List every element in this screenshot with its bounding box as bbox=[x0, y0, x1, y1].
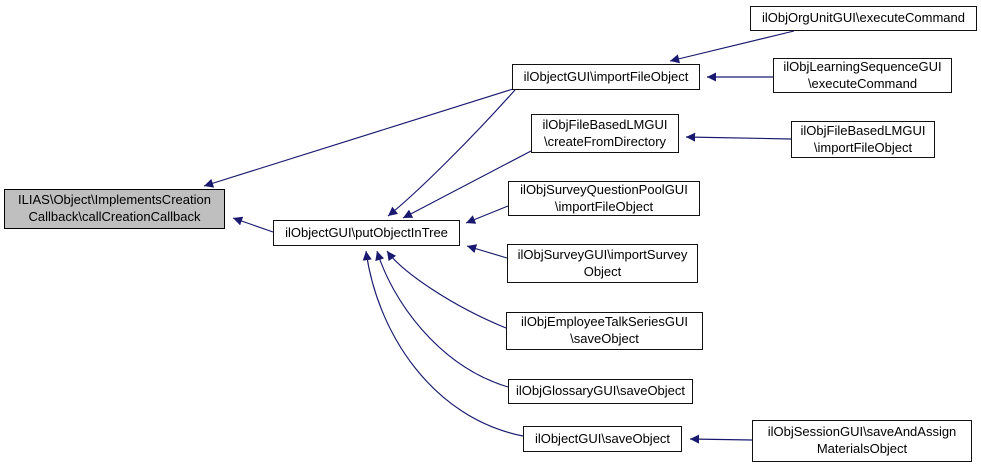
edge-surveyQuestionPoolImportFileObject-to-putObjectInTree bbox=[465, 205, 509, 224]
node-label-line: ilObjFileBasedLMGUI bbox=[800, 122, 926, 138]
edge-importFileObject-to-callCreationCallback bbox=[203, 88, 514, 188]
node-label-line: ilObjectGUI\saveObject bbox=[534, 430, 671, 446]
node-learning-sequence-execute-command[interactable]: ilObjLearningSequenceGUI \executeCommand bbox=[773, 58, 952, 93]
node-glossary-save-object[interactable]: ilObjGlossaryGUI\saveObject bbox=[508, 379, 693, 404]
node-label-line: MaterialsObject bbox=[816, 441, 908, 456]
node-label-line: ilObjGlossaryGUI\saveObject bbox=[515, 383, 686, 399]
node-label-line: \createFromDirectory bbox=[543, 133, 667, 149]
node-label-line: Object bbox=[583, 263, 622, 279]
node-label-line: ilObjLearningSequenceGUI bbox=[783, 58, 942, 74]
node-import-survey-object[interactable]: ilObjSurveyGUI\importSurvey Object bbox=[507, 244, 698, 283]
node-label-line: ilObjectGUI\importFileObject bbox=[523, 68, 689, 84]
node-label-line: \saveObject bbox=[570, 331, 639, 346]
edge-objectGuiSaveObject-to-putObjectInTree bbox=[362, 250, 524, 437]
node-label-line: ILIAS\Object\ImplementsCreation bbox=[18, 192, 211, 208]
node-label-line: ilObjEmployeeTalkSeriesGUI bbox=[521, 314, 688, 330]
node-label-line: ilObjectGUI\putObjectInTree bbox=[285, 224, 448, 240]
edge-glossarySaveObject-to-putObjectInTree bbox=[375, 250, 509, 388]
node-label-line: ilObjSurveyQuestionPoolGUI bbox=[520, 181, 688, 197]
node-label-line: ilObjOrgUnitGUI\executeCommand bbox=[761, 10, 966, 26]
node-label-line: \executeCommand bbox=[807, 75, 918, 91]
node-import-file-object[interactable]: ilObjectGUI\importFileObject bbox=[512, 64, 700, 90]
node-org-unit-execute-command[interactable]: ilObjOrgUnitGUI\executeCommand bbox=[750, 6, 977, 31]
node-label-line: ilObjSessionGUI\saveAndAssign bbox=[767, 424, 957, 440]
node-object-gui-save-object[interactable]: ilObjectGUI\saveObject bbox=[523, 426, 682, 452]
edge-importSurveyObject-to-putObjectInTree bbox=[466, 244, 508, 259]
node-label-line: Callback\callCreationCallback bbox=[28, 209, 201, 224]
edge-importFileObject-to-putObjectInTree bbox=[387, 89, 516, 217]
node-label-line: \importFileObject bbox=[813, 139, 913, 155]
edge-fileBasedLmImportFileObject-to-createFromDirectory bbox=[685, 132, 792, 142]
node-call-creation-callback: ILIAS\Object\ImplementsCreation Callback… bbox=[4, 189, 225, 229]
node-create-from-directory[interactable]: ilObjFileBasedLMGUI \createFromDirectory bbox=[531, 114, 679, 153]
edge-putObjectInTree-to-callCreationCallback bbox=[232, 216, 274, 233]
edge-employeeTalkSaveObject-to-putObjectInTree bbox=[386, 250, 507, 329]
node-file-based-lm-import-file-object[interactable]: ilObjFileBasedLMGUI \importFileObject bbox=[791, 121, 935, 158]
node-label-line: ilObjSurveyGUI\importSurvey bbox=[517, 246, 688, 262]
node-put-object-in-tree[interactable]: ilObjectGUI\putObjectInTree bbox=[273, 220, 460, 246]
node-label-line: \importFileObject bbox=[554, 198, 654, 214]
edge-sessionSaveAndAssign-to-saveObject bbox=[689, 434, 753, 444]
node-label-line: ilObjFileBasedLMGUI bbox=[542, 116, 668, 132]
node-survey-question-pool-import-file-object[interactable]: ilObjSurveyQuestionPoolGUI \importFileOb… bbox=[508, 181, 700, 216]
edge-orgUnitExecuteCommand-to-importFileObject bbox=[669, 30, 795, 64]
node-employee-talk-series-save-object[interactable]: ilObjEmployeeTalkSeriesGUI \saveObject bbox=[506, 312, 703, 350]
node-session-save-and-assign-materials[interactable]: ilObjSessionGUI\saveAndAssign MaterialsO… bbox=[752, 420, 972, 462]
edge-createFromDirectory-to-putObjectInTree bbox=[402, 150, 532, 219]
